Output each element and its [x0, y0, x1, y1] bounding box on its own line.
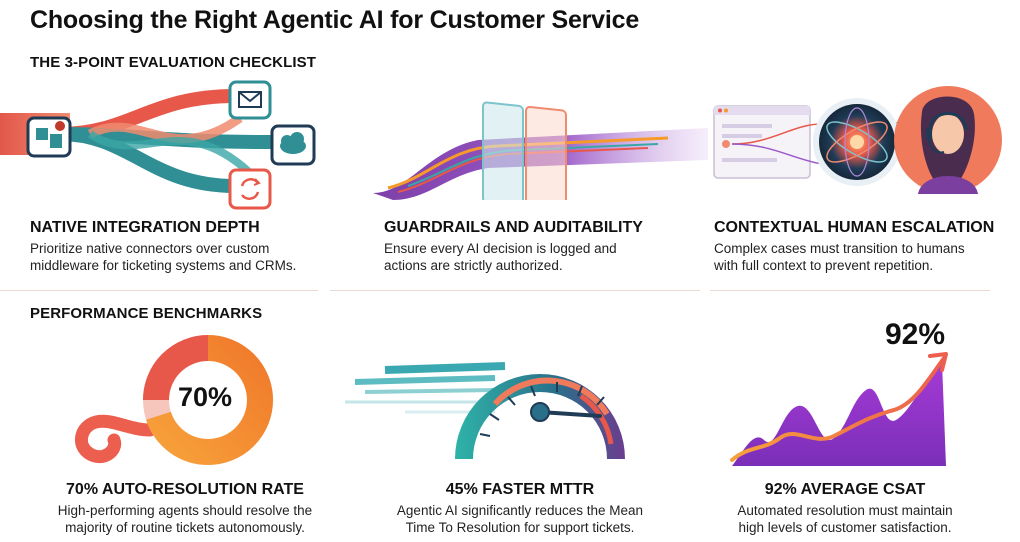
trend-arrow-icon — [928, 352, 948, 372]
card-desc-escalation: Complex cases must transition to humans … — [714, 240, 1004, 274]
divider — [710, 290, 990, 291]
desc-line: Time To Resolution for support tickets. — [405, 520, 635, 535]
sync-icon — [228, 168, 272, 210]
card-title-integration: NATIVE INTEGRATION DEPTH — [30, 219, 260, 236]
bench-desc-mttr: Agentic AI significantly reduces the Mea… — [365, 502, 675, 536]
page-title: Choosing the Right Agentic AI for Custom… — [30, 6, 640, 34]
card-title-guardrails: GUARDRAILS AND AUDITABILITY — [384, 219, 643, 236]
csat-area-chart — [724, 350, 954, 470]
guardrails-illustration — [368, 88, 708, 200]
ai-core-icon — [813, 98, 901, 186]
auto-resolution-donut — [70, 330, 280, 478]
card-desc-guardrails: Ensure every AI decision is logged and a… — [384, 240, 684, 274]
desc-line: Agentic AI significantly reduces the Mea… — [396, 503, 644, 518]
bench-title-mttr: 45% FASTER MTTR — [445, 481, 595, 498]
card-desc-integration: Prioritize native connectors over custom… — [30, 240, 330, 274]
desc-line: Automated resolution must maintain — [737, 503, 953, 518]
bench-desc-auto-resolution: High-performing agents should resolve th… — [30, 502, 340, 536]
checklist-heading: THE 3-POINT EVALUATION CHECKLIST — [30, 54, 316, 71]
puzzle-icon — [26, 116, 72, 158]
desc-line: Complex cases must transition to humans — [714, 241, 965, 256]
card-title-escalation: CONTEXTUAL HUMAN ESCALATION — [714, 219, 995, 236]
bench-title-auto-resolution: 70% AUTO-RESOLUTION RATE — [66, 481, 304, 498]
cloud-icon — [270, 124, 316, 166]
mttr-speedometer — [345, 334, 635, 469]
desc-line: high levels of customer satisfaction. — [738, 520, 952, 535]
csat-value: 92% — [885, 318, 946, 351]
desc-line: actions are strictly authorized. — [384, 258, 563, 273]
gauge-needle — [538, 410, 602, 418]
support-agent-icon — [894, 86, 1002, 194]
desc-line: High-performing agents should resolve th… — [57, 503, 313, 518]
divider — [0, 290, 318, 291]
desc-line: Ensure every AI decision is logged and — [384, 241, 617, 256]
desc-line: with full context to prevent repetition. — [714, 258, 934, 273]
escalation-illustration — [712, 84, 1002, 202]
divider — [330, 290, 700, 291]
email-icon — [228, 80, 272, 120]
desc-line: majority of routine tickets autonomously… — [65, 520, 305, 535]
desc-line: middleware for ticketing systems and CRM… — [30, 258, 297, 273]
benchmarks-heading: PERFORMANCE BENCHMARKS — [30, 305, 263, 322]
bench-title-csat: 92% AVERAGE CSAT — [764, 481, 926, 498]
integration-illustration — [0, 78, 320, 213]
bench-desc-csat: Automated resolution must maintain high … — [690, 502, 1000, 536]
desc-line: Prioritize native connectors over custom — [30, 241, 270, 256]
auto-resolution-value: 70% — [178, 382, 233, 412]
